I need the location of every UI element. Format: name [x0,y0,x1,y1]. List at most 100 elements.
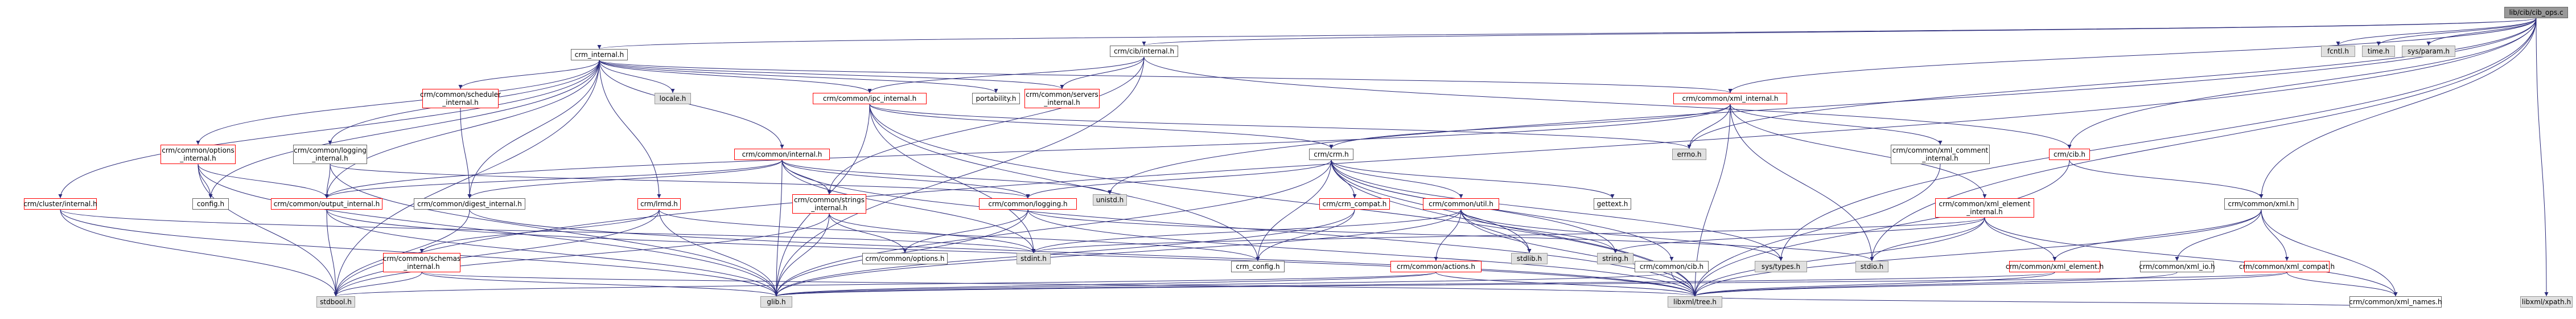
node-actions[interactable]: crm/common/actions.h [1390,261,1482,272]
edge-root-to-time [2376,18,2537,46]
edge-xml-io-to-libxml-tree [1693,272,2178,297]
node-xml-compat[interactable]: crm/common/xml_compat.h [2239,261,2335,272]
node-time[interactable]: time.h [2362,46,2395,57]
node-crm-config[interactable]: crm_config.h [1231,261,1285,272]
edge-common-xml-to-libxml-tree [1693,209,2262,297]
node-common-logging[interactable]: crm/common/logging.h [979,198,1077,210]
edge-common-internal-to-common-logging [781,160,1030,199]
edge-root-to-sys-types [1779,18,2537,261]
edge-root-to-libxml-xpath [2536,18,2549,297]
node-logging-internal[interactable]: crm/common/logging _internal.h [293,145,367,164]
edge-xml-compat-to-xml-names [2286,272,2398,297]
edge-util-to-string [1460,209,1618,253]
node-unistd[interactable]: unistd.h [1093,194,1127,206]
node-string[interactable]: string.h [1597,253,1633,264]
node-stdbool[interactable]: stdbool.h [316,296,355,308]
edge-xml-element-internal-to-string [1613,217,1985,253]
node-stdlib[interactable]: stdlib.h [1511,253,1548,264]
edge-schemas-internal-to-glib [421,272,779,297]
node-schemas-internal[interactable]: crm/common/schemas _internal.h [383,253,460,272]
node-common-internal[interactable]: crm/common/internal.h [734,149,830,160]
node-xml-element-internal[interactable]: crm/common/xml_element _internal.h [1935,198,2034,218]
node-config[interactable]: config.h [192,198,229,210]
node-crm[interactable]: crm/crm.h [1309,149,1353,160]
edge-schemas-internal-to-libxml-tree [421,272,1697,297]
node-lrmd[interactable]: crm/lrmd.h [637,198,681,210]
node-libxml-xpath[interactable]: libxml/xpath.h [2520,296,2573,308]
edge-crm-to-util [1331,160,1463,199]
node-digest-internal[interactable]: crm/common/digest_internal.h [414,198,525,210]
node-strings-internal[interactable]: crm/common/strings _internal.h [792,194,866,214]
edge-cluster-internal-to-stdbool [60,209,338,297]
edge-crm-internal-to-portability [599,60,998,93]
edge-root-to-errno [1687,18,2537,149]
node-output-internal[interactable]: crm/common/output_internal.h [271,198,382,210]
edge-common-xml-to-xml-compat [2261,209,2289,261]
edge-output-internal-to-libxml-tree [326,209,1697,297]
node-xml-io[interactable]: crm/common/xml_io.h [2139,261,2215,272]
node-xml-internal[interactable]: crm/common/xml_internal.h [1673,93,1787,104]
node-options[interactable]: crm/common/options.h [862,253,948,264]
node-portability[interactable]: portability.h [972,93,1020,104]
node-fcntl[interactable]: fcntl.h [2321,46,2355,57]
edge-util-to-stdint [1031,209,1462,253]
edge-ipc-internal-to-stdint [869,104,1036,253]
node-root[interactable]: lib/cib/cib_ops.c [2504,7,2568,18]
edge-logging-internal-to-common-logging [330,163,1030,199]
edge-root-to-xml-internal [1728,18,2537,93]
node-crm-internal[interactable]: crm_internal.h [571,49,628,60]
edge-crm-internal-to-servers-internal [599,60,1064,89]
edge-xml-internal-to-xml-element-internal [1730,104,1987,199]
node-servers-internal[interactable]: crm/common/servers _internal.h [1024,89,1100,108]
node-cib-internal[interactable]: crm/cib/internal.h [1110,46,1178,57]
edge-xml-element-to-libxml-tree [1693,272,2055,297]
edge-xml-element-to-glib [775,272,2055,297]
node-libxml-tree[interactable]: libxml/tree.h [1668,296,1722,308]
node-crm-cib[interactable]: crm/cib.h [2049,149,2090,160]
edge-lrmd-to-crm-config [659,209,1260,261]
edge-crm-cib-to-common-xml [2069,160,2264,199]
node-errno[interactable]: errno.h [1672,149,1706,160]
edge-xml-element-internal-to-libxml-tree [1693,217,1985,297]
node-crm-compat[interactable]: crm/crm_compat.h [1319,198,1390,210]
edge-lrmd-to-schemas-internal [419,209,660,253]
node-options-internal[interactable]: crm/common/options _internal.h [161,145,236,164]
node-scheduler-internal[interactable]: crm/common/scheduler _internal.h [420,89,501,108]
edge-crm-internal-to-digest-internal [467,60,600,199]
edge-scheduler-internal-to-digest-internal [460,108,472,199]
edge-ipc-internal-to-errno [869,104,1692,149]
edge-schemas-internal-to-stdbool [334,272,422,297]
edge-crm-internal-to-scheduler-internal [458,60,600,89]
node-common-cib[interactable]: crm/common/cib.h [1635,261,1709,272]
edge-crm-internal-to-cluster-internal [58,60,600,199]
edge-root-to-cib-internal [1142,18,2537,46]
edge-ipc-internal-to-crm-config [869,104,1260,261]
node-util[interactable]: crm/common/util.h [1423,198,1499,210]
node-xml-element[interactable]: crm/common/xml_element.h [2006,261,2104,272]
node-sys-types[interactable]: sys/types.h [1755,261,1807,272]
node-stdint[interactable]: stdint.h [1017,253,1051,264]
node-xml-names[interactable]: crm/common/xml_names.h [2349,296,2442,308]
edge-ipc-internal-to-crm [869,104,1334,149]
edge-cib-internal-to-servers-internal [1060,56,1145,89]
edge-cib-internal-to-crm-cib [1143,56,2072,149]
node-locale[interactable]: locale.h [655,93,691,104]
node-common-xml[interactable]: crm/common/xml.h [2224,198,2298,210]
edge-root-to-stdbool [334,18,2537,297]
node-sys-param[interactable]: sys/param.h [2402,46,2455,57]
edge-cib-internal-to-glib [774,56,1145,297]
edge-digest-internal-to-libxml-tree [469,209,1697,297]
node-xml-comment-internal[interactable]: crm/common/xml_comment _internal.h [1891,145,1990,164]
edge-actions-to-stdbool [334,272,1437,297]
edge-crm-internal-to-output-internal [324,60,600,199]
edge-common-cib-to-glib [775,272,1672,297]
node-cluster-internal[interactable]: crm/cluster/internal.h [23,198,97,210]
node-ipc-internal[interactable]: crm/common/ipc_internal.h [813,93,927,104]
node-gettext[interactable]: gettext.h [1594,198,1631,210]
edge-lrmd-to-stdbool [334,209,660,297]
node-stdio[interactable]: stdio.h [1855,261,1888,272]
edge-common-logging-to-options [903,209,1028,253]
node-glib[interactable]: glib.h [760,296,792,308]
edge-crm-internal-to-xml-internal [599,60,1733,93]
edge-crm-internal-to-options-internal [196,60,600,145]
